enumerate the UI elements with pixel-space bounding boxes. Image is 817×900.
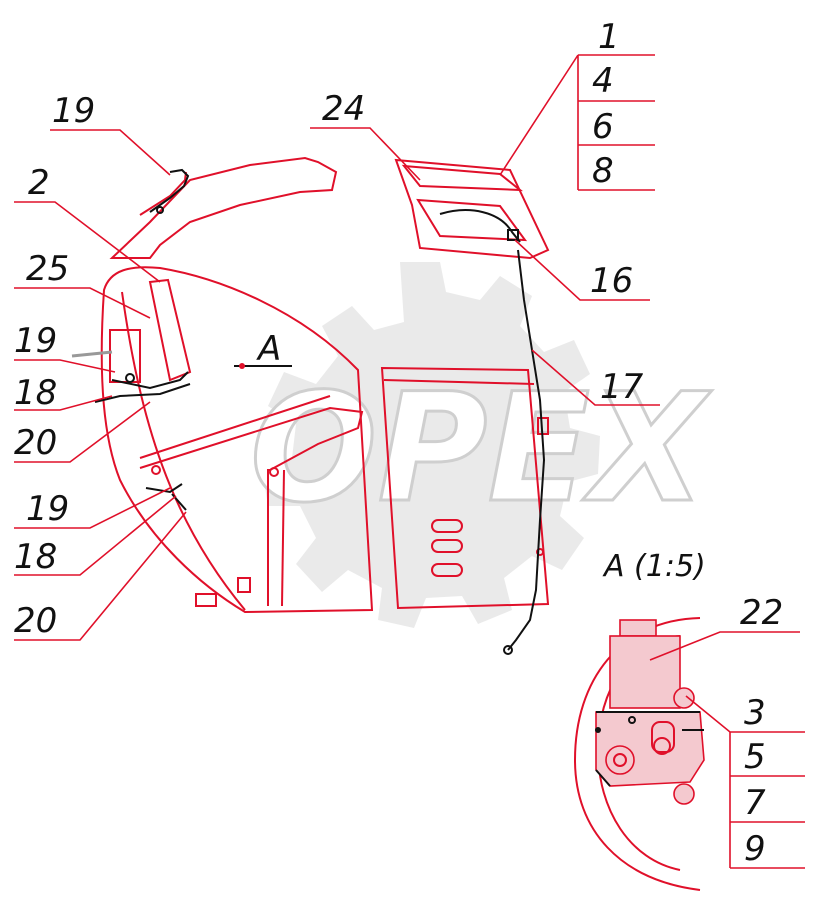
callout-1: 1 [598, 17, 620, 57]
callout-19-mid: 19 [14, 321, 57, 361]
watermark-gear [262, 262, 600, 628]
callout-4: 4 [592, 61, 614, 101]
callout-5: 5 [744, 737, 766, 777]
view-marker: A [234, 329, 292, 369]
callout-6: 6 [592, 107, 614, 147]
callout-16: 16 [590, 261, 633, 301]
watermark-text: OPEX [250, 362, 712, 536]
leader-lines [14, 54, 805, 869]
callout-7: 7 [744, 783, 766, 823]
callout-8: 8 [592, 151, 614, 191]
callout-17: 17 [600, 367, 644, 407]
callout-9: 9 [744, 829, 766, 869]
callout-19-low: 19 [26, 489, 69, 529]
callout-18-mid: 18 [14, 373, 57, 413]
roof-module-part [394, 158, 550, 260]
wiper-motor [595, 619, 705, 805]
upper-panel-part [109, 156, 338, 259]
watermark: OPEX [249, 262, 713, 628]
detail-view: A (1:5) [573, 549, 706, 891]
cab-frame-part [100, 266, 374, 614]
wiring-harness [507, 249, 546, 651]
callout-18-low: 18 [14, 537, 57, 577]
left-wiper-assembly [71, 278, 192, 511]
detail-view-title: A (1:5) [602, 549, 706, 584]
callout-24: 24 [322, 89, 365, 129]
callout-19-top: 19 [52, 91, 95, 131]
callout-22: 22 [740, 593, 783, 633]
callout-3: 3 [744, 693, 766, 733]
callout-2: 2 [28, 163, 50, 203]
door-panel-part [380, 366, 550, 610]
view-marker-label: A [256, 329, 281, 369]
callout-25: 25 [26, 249, 69, 289]
callout-20-mid: 20 [14, 423, 57, 463]
callout-20-low: 20 [14, 601, 57, 641]
callouts: 1 4 6 8 24 16 17 19 2 25 19 18 20 19 18 … [14, 17, 783, 869]
